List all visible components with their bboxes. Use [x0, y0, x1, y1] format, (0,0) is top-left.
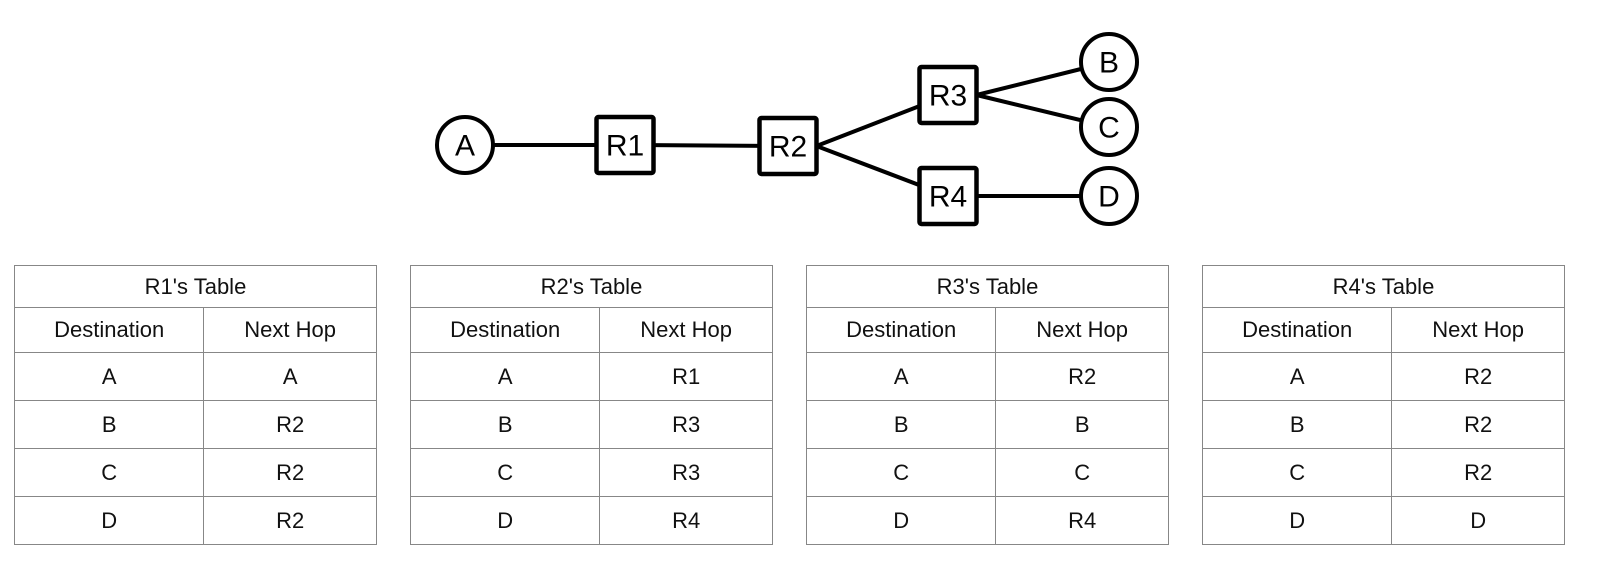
table-title-row: R1's Table: [14, 265, 377, 308]
destination-cell: D: [13, 496, 205, 545]
next-hop-cell: R2: [203, 496, 377, 545]
table-title: R1's Table: [14, 265, 377, 308]
host-node-D: D: [1079, 166, 1139, 226]
destination-cell: C: [13, 448, 205, 497]
destination-cell: C: [1201, 448, 1393, 497]
destination-cell: A: [13, 352, 205, 401]
router-node-R1: R1: [594, 114, 656, 176]
destination-cell: B: [1201, 400, 1393, 449]
node-label: R3: [929, 80, 967, 113]
host-circle-shape: [1079, 32, 1139, 92]
host-node-C: C: [1079, 97, 1139, 157]
router-square-shape: [757, 115, 819, 177]
next-hop-cell: R2: [1391, 400, 1565, 449]
next-hop-cell: R4: [995, 496, 1169, 545]
router-node-R2: R2: [757, 115, 819, 177]
router-node-R4: R4: [917, 165, 979, 227]
next-hop-cell: R2: [203, 400, 377, 449]
node-label: B: [1099, 47, 1119, 80]
router-square-shape: [917, 165, 979, 227]
next-hop-cell: R2: [203, 448, 377, 497]
table-title-row: R2's Table: [410, 265, 773, 308]
destination-cell: A: [1201, 352, 1393, 401]
host-circle-shape: [435, 115, 495, 175]
router-node-R3: R3: [917, 64, 979, 126]
next-hop-cell: D: [1391, 496, 1565, 545]
next-hop-cell: C: [995, 448, 1169, 497]
table-title: R3's Table: [806, 265, 1169, 308]
next-hop-cell: A: [203, 352, 377, 401]
next-hop-cell: B: [995, 400, 1169, 449]
destination-cell: D: [1201, 496, 1393, 545]
next-hop-cell: R2: [1391, 352, 1565, 401]
column-header: Destination: [805, 307, 997, 353]
router-square-shape: [917, 64, 979, 126]
table-title: R4's Table: [1202, 265, 1565, 308]
destination-cell: C: [409, 448, 601, 497]
destination-cell: D: [805, 496, 997, 545]
next-hop-cell: R4: [599, 496, 773, 545]
destination-cell: A: [805, 352, 997, 401]
node-label: D: [1098, 181, 1120, 214]
destination-cell: D: [409, 496, 601, 545]
table-title: R2's Table: [410, 265, 773, 308]
destination-cell: B: [409, 400, 601, 449]
column-header: Next Hop: [995, 307, 1169, 353]
destination-cell: C: [805, 448, 997, 497]
column-header: Next Hop: [599, 307, 773, 353]
destination-cell: A: [409, 352, 601, 401]
table-title-row: R3's Table: [806, 265, 1169, 308]
destination-cell: B: [13, 400, 205, 449]
next-hop-cell: R2: [1391, 448, 1565, 497]
column-header: Next Hop: [1391, 307, 1565, 353]
table-title-row: R4's Table: [1202, 265, 1565, 308]
router-square-shape: [594, 114, 656, 176]
next-hop-cell: R3: [599, 400, 773, 449]
host-node-B: B: [1079, 32, 1139, 92]
destination-cell: B: [805, 400, 997, 449]
next-hop-cell: R1: [599, 352, 773, 401]
node-label: R4: [929, 181, 967, 214]
host-circle-shape: [1079, 97, 1139, 157]
node-label: R2: [769, 131, 807, 164]
host-node-A: A: [435, 115, 495, 175]
host-circle-shape: [1079, 166, 1139, 226]
next-hop-cell: R3: [599, 448, 773, 497]
node-label: C: [1098, 112, 1120, 145]
node-label: R1: [606, 130, 644, 163]
column-header: Destination: [13, 307, 205, 353]
column-header: Next Hop: [203, 307, 377, 353]
node-label: A: [455, 130, 475, 163]
next-hop-cell: R2: [995, 352, 1169, 401]
column-header: Destination: [1201, 307, 1393, 353]
column-header: Destination: [409, 307, 601, 353]
